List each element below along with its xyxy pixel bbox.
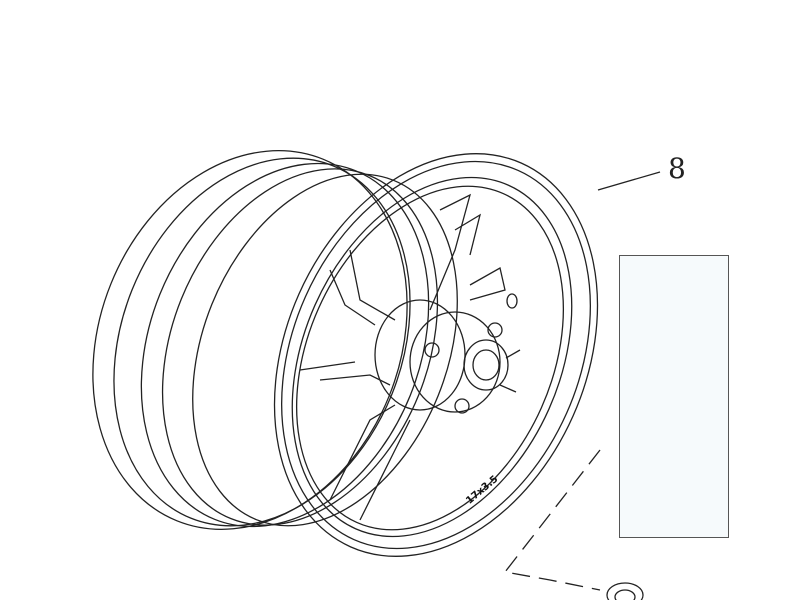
part-callout-number: 8	[668, 152, 686, 185]
tire-back	[92, 150, 458, 530]
rim-front	[273, 153, 599, 557]
dashed-leader	[503, 449, 601, 591]
rim-marking: 17x3.5	[464, 474, 500, 507]
spokes	[299, 193, 506, 521]
axle-nut	[606, 582, 644, 600]
callout-leader	[597, 171, 661, 191]
hub	[374, 293, 521, 414]
blank-panel	[619, 255, 729, 538]
